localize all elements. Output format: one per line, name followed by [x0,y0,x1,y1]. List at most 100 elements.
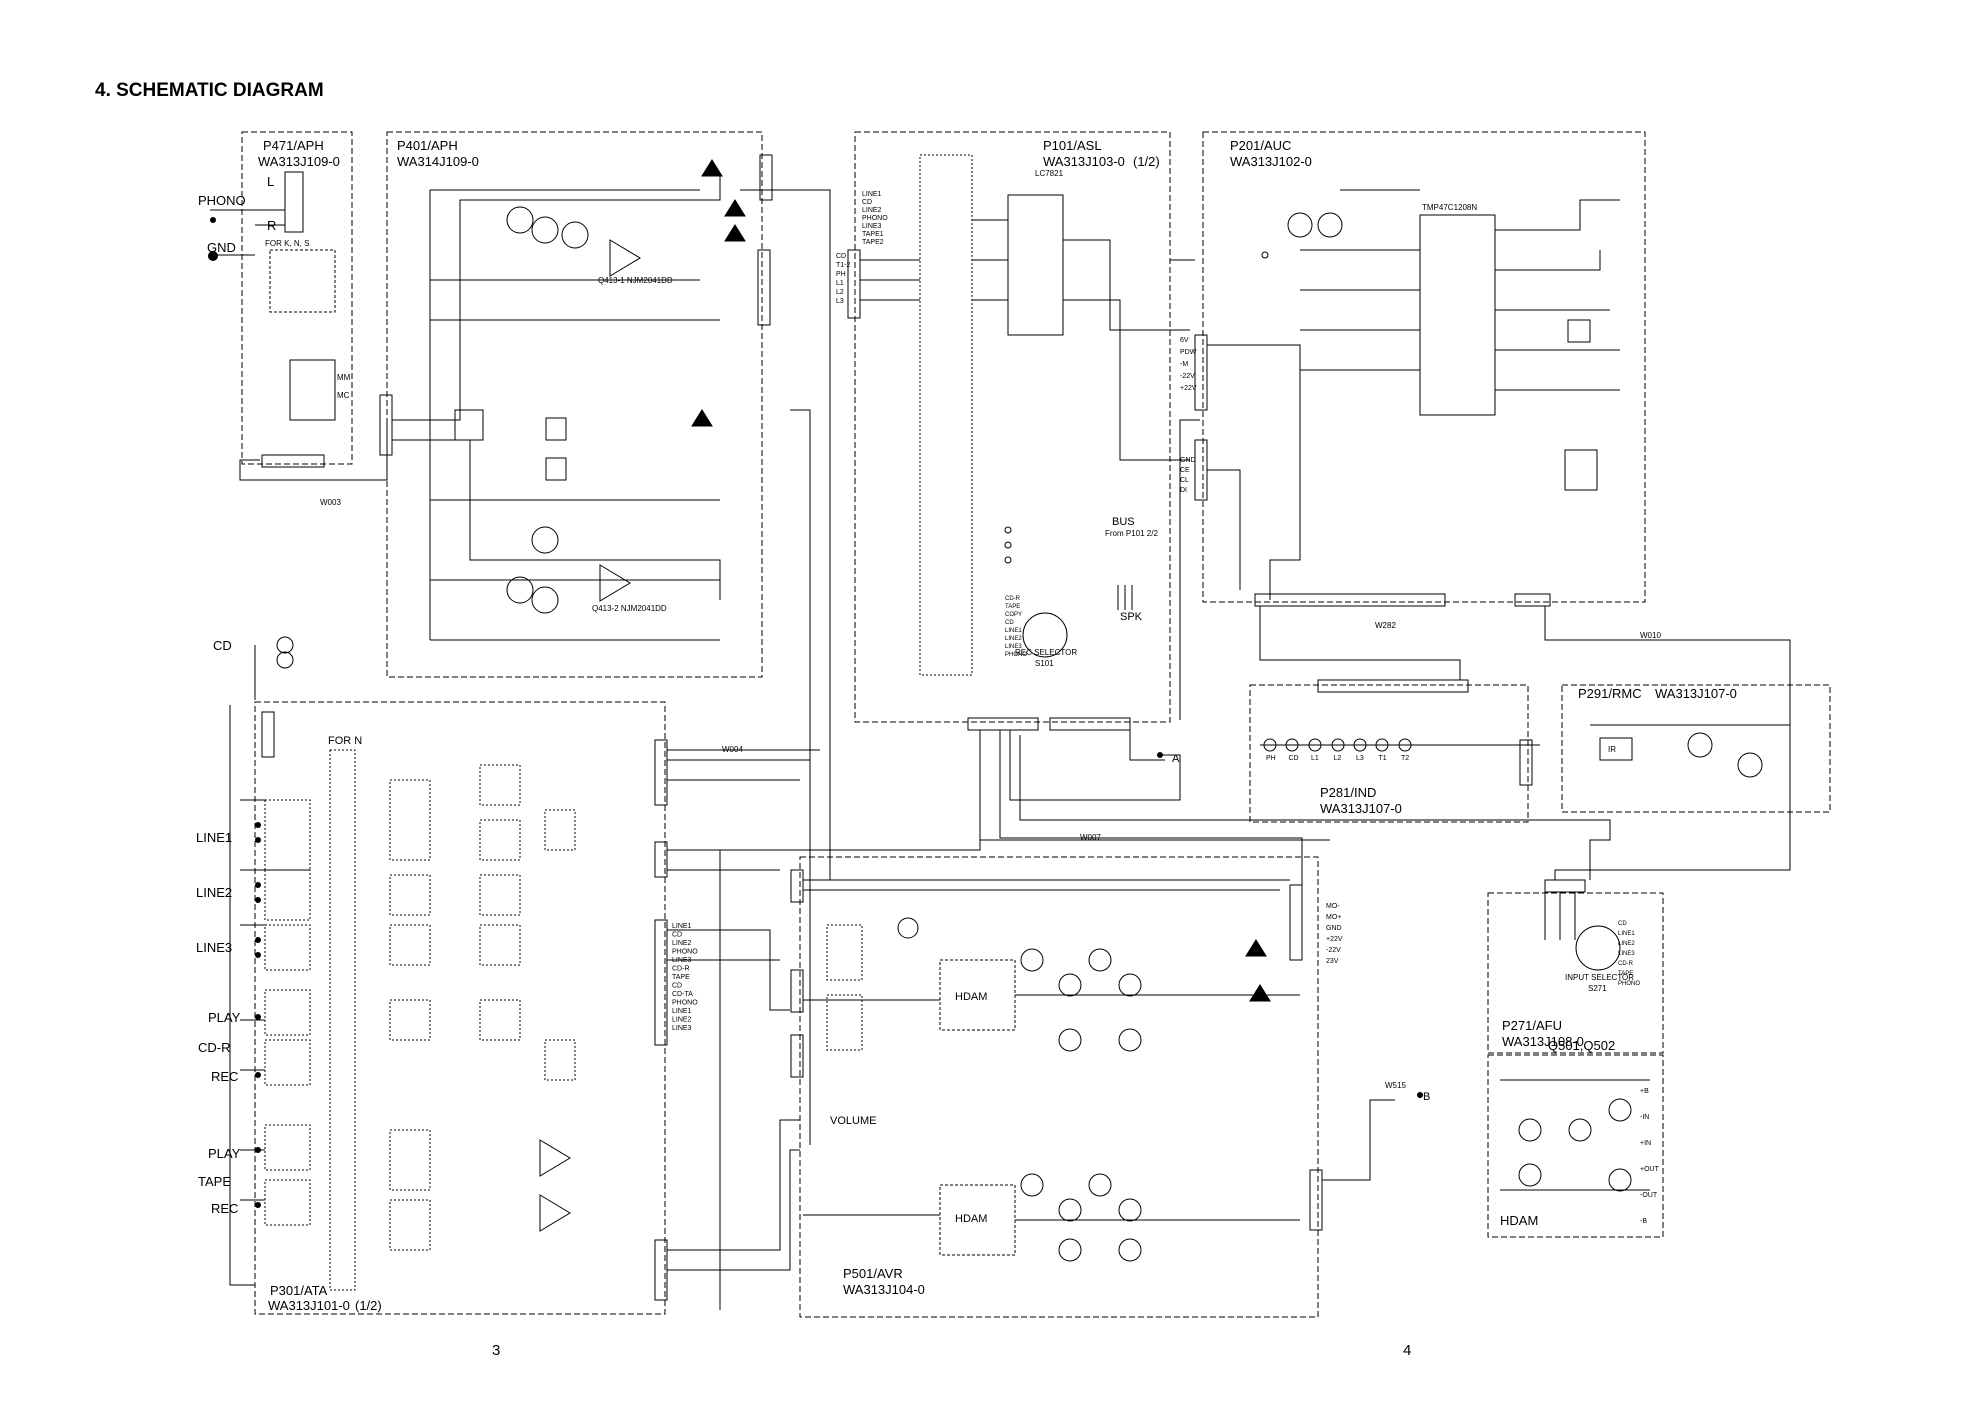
input-selector-position: LINE3 [1618,951,1635,957]
p501-power-signal: MO+ [1326,914,1341,921]
page-title: 4. SCHEMATIC DIAGRAM [95,80,324,101]
label-bus: BUS [1112,516,1135,528]
p101-input-signal: CD [836,253,846,260]
board-p501-name: P501/AVR [843,1266,903,1281]
label-ir: IR [1608,745,1616,754]
rec-selector-position: LINE3 [1005,644,1022,650]
board-p101-outline [854,131,1171,723]
label-spk: SPK [1120,611,1143,623]
p101-input-signal: L3 [836,298,844,305]
label-ic-p401-a: Q413-1 NJM2041DD [598,276,673,285]
indicator-led-label: CD [1289,755,1299,762]
jack-line2-label: LINE2 [196,885,232,900]
label-for-kns: FOR K, N, S [265,239,309,248]
input-selector-position: PHONO [1618,981,1640,987]
board-p301-outline [254,701,666,1315]
p301-output-signal: CD-R [672,966,690,973]
p101-bus-signal: LINE3 [862,223,882,230]
board-p201-name: P201/AUC [1230,138,1291,153]
rec-selector-position: CD-R [1005,596,1021,602]
board-p201-outline [1202,131,1646,603]
p301-output-signal: PHONO [672,949,698,956]
p101-input-signal: L1 [836,280,844,287]
p501-power-signal: MO- [1326,903,1340,910]
board-p401-outline [386,131,763,678]
connector-w010: W010 [1640,631,1661,640]
p101-input-signal: T1-2 [836,262,851,269]
hdam-pin-label: -IN [1640,1114,1649,1121]
rec-selector-position: TAPE [1005,604,1020,610]
label-ic-p101: LC7821 [1035,169,1064,178]
board-p281-name: P281/IND [1320,785,1376,800]
hdam-pin-label: -OUT [1640,1192,1658,1199]
label-s101: S101 [1035,659,1054,668]
jack-phono-label: PHONO [198,193,246,208]
label-rec-selector: REC SELECTOR [1015,648,1077,657]
p301-output-signal: PHONO [672,1000,698,1007]
p101-bus-signal: LINE2 [862,207,882,214]
indicator-led-label: PH [1266,755,1276,762]
label-mc: MC [337,391,350,400]
indicator-led-label: L1 [1311,755,1319,762]
jack-rec1-label: REC [211,1069,238,1084]
jack-line1-label: LINE1 [196,830,232,845]
p301-output-signal: LINE3 [672,1025,692,1032]
rec-selector-position: LINE2 [1005,636,1022,642]
p301-output-signal: TAPE [672,974,690,981]
board-p101-part: (1/2) [1133,154,1160,169]
input-selector-position: LINE1 [1618,931,1635,937]
jack-cdr-label: CD-R [198,1040,231,1055]
board-q501-name: Q501,Q502 [1548,1038,1615,1053]
p201-power-signal: -M [1180,361,1188,368]
label-mm: MM [337,373,351,382]
jack-l-label: L [267,174,274,189]
connector-b: B [1423,1091,1430,1103]
p301-output-signal: LINE1 [672,1008,692,1015]
board-p301-part: (1/2) [355,1298,382,1313]
p501-power-signal: GND [1326,925,1342,932]
p201-control-signal: CL [1180,477,1189,484]
jack-tape-label: TAPE [198,1174,231,1189]
jack-play1-label: PLAY [208,1010,241,1025]
connector-w004: W004 [722,745,743,754]
board-p281-outline [1249,684,1529,823]
connector-w003: W003 [320,498,341,507]
p301-output-signal: CD [672,983,682,990]
label-bus-from: From P101 2/2 [1105,529,1158,538]
input-selector-position: TAPE [1618,971,1633,977]
board-p101-code: WA313J103-0 [1043,154,1125,169]
p301-output-signal: LINE1 [672,923,692,930]
indicator-led-label: T1 [1379,755,1387,762]
label-mcu: TMP47C1208N [1422,203,1477,212]
connector-w007: W007 [1080,833,1101,842]
p301-output-signal: LINE3 [672,957,692,964]
input-selector-position: CD-R [1618,961,1634,967]
board-p471-code: WA313J109-0 [258,154,340,169]
p101-input-signal: PH [836,271,846,278]
label-ic-p401-b: Q413-2 NJM2041DD [592,604,667,613]
connector-w282: W282 [1375,621,1396,630]
p101-bus-signal: LINE1 [862,191,882,198]
rec-selector-position: CD [1005,620,1014,626]
p301-output-signal: LINE2 [672,1017,692,1024]
p101-bus-signal: TAPE2 [862,239,884,246]
board-p271-outline [1487,892,1664,1054]
hdam-pin-label: +B [1640,1088,1649,1095]
indicator-led-label: L2 [1334,755,1342,762]
p201-power-signal: -22V [1180,373,1195,380]
label-volume: VOLUME [830,1115,876,1127]
connector-w515: W515 [1385,1081,1406,1090]
board-p401-name: P401/APH [397,138,458,153]
board-p291-name: P291/RMC [1578,686,1642,701]
jack-gnd-label: GND [207,240,236,255]
board-p101-name: P101/ASL [1043,138,1102,153]
board-p401-code: WA314J109-0 [397,154,479,169]
board-p301-name: P301/ATA [270,1283,328,1298]
board-p471-name: P471/APH [263,138,324,153]
p501-power-signal: -22V [1326,947,1341,954]
indicator-led-label: L3 [1356,755,1364,762]
label-hdam-1: HDAM [955,991,987,1003]
board-p471-outline [241,131,353,465]
board-q501-label: HDAM [1500,1213,1538,1228]
board-p501-outline [799,856,1319,1318]
